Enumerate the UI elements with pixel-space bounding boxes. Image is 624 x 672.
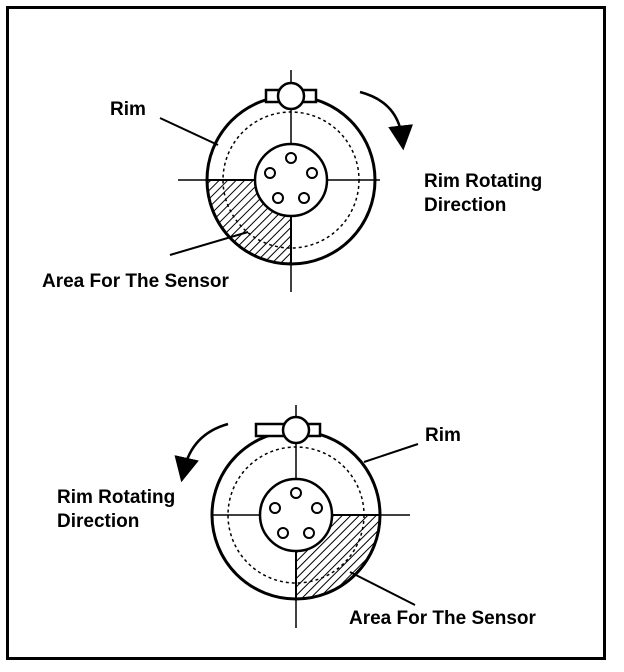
top-lug-hole [306,167,318,179]
top-lug-hole [272,192,284,204]
top-valve-knob [276,81,306,111]
bottom-rotating-direction-label-line1: Rim Rotating [57,487,176,508]
bottom-wheel [174,405,419,628]
top-lug-hole [298,192,310,204]
bottom-valve-knob [281,415,311,445]
bottom-rim-leader [363,443,419,463]
bottom-lug-hole [303,527,315,539]
bottom-rim-inner-dashed [227,446,365,584]
top-rotating-direction-label-line1: Rim Rotating [424,171,543,192]
top-lug-hole [285,152,297,164]
top-sensor-leader [169,231,249,256]
bottom-sensor-area-label: Area For The Sensor [349,608,536,629]
bottom-rotating-direction-label-line2: Direction [57,511,140,532]
top-rim-label: Rim [110,99,146,120]
bottom-lug-hole [277,527,289,539]
top-sensor-area-label: Area For The Sensor [42,271,229,292]
top-lug-hole [264,167,276,179]
top-rotating-direction-label-line2: Direction [424,195,507,216]
top-rim-inner-dashed [222,111,360,249]
bottom-lug-hole [311,502,323,514]
bottom-rotation-arrow [174,422,229,483]
bottom-lug-hole [269,502,281,514]
diagram-frame [6,6,606,660]
bottom-rim-label: Rim [425,425,461,446]
bottom-lug-hole [290,487,302,499]
top-wheel [159,70,414,292]
top-rotation-arrow [359,90,414,151]
bottom-sensor-leader [349,571,416,606]
top-rim-leader [159,117,219,146]
